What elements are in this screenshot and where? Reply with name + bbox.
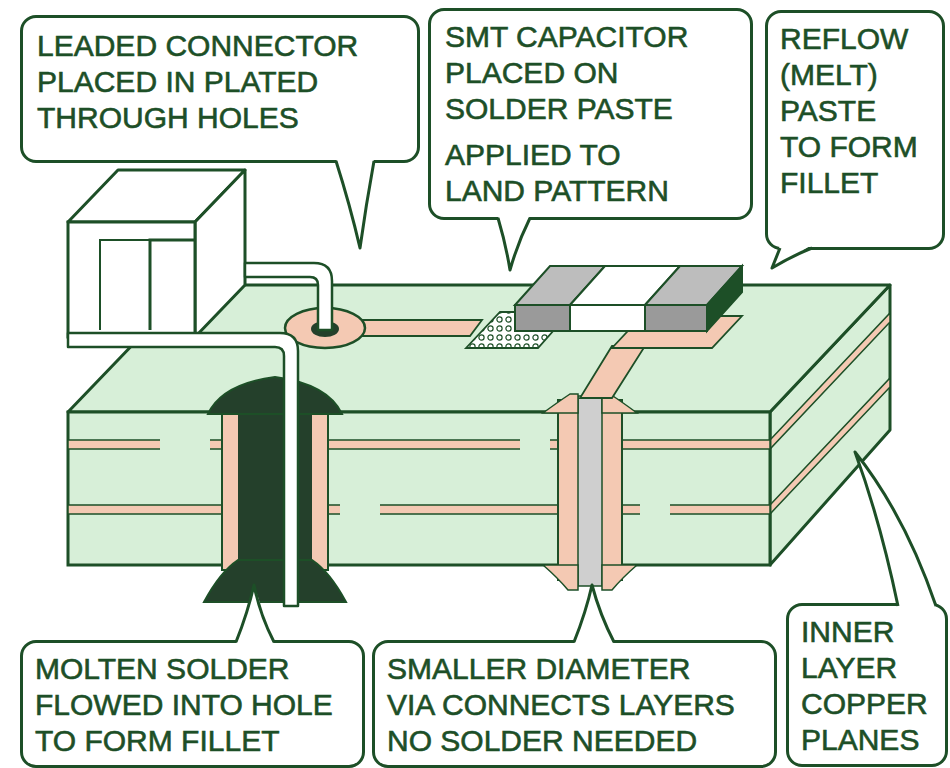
callout-text: APPLIED TO LAND PATTERN [445,137,700,209]
plane-clearance [640,502,670,517]
via-land [543,565,578,590]
connector-body [68,222,195,337]
callout-tail [772,245,812,268]
connector-edge [100,240,150,330]
connector-lead [68,333,298,606]
callout-box: REFLOW (MELT) PASTE TO FORM FILLET [765,10,945,250]
capacitor-side [707,266,742,331]
callout-tail [498,215,530,270]
plane-clearance [340,502,380,517]
copper-trace [580,346,645,398]
capacitor-end-cap [645,305,707,331]
callout-tail [574,585,614,642]
connector-lead [245,263,332,330]
callout-text: MOLTEN SOLDER FLOWED INTO HOLE TO FORM F… [35,651,355,759]
connector-body [195,170,245,337]
via-hole [578,396,602,586]
callout-tail [498,218,530,270]
callout-tail [855,452,936,608]
callout-text: SMALLER DIAMETER VIA CONNECTS LAYERS NO … [387,651,743,759]
hole-plating [222,405,328,570]
copper-plane [770,378,890,514]
via-land [543,394,578,413]
callout-tail [772,248,812,268]
plane-clearance [160,437,210,452]
callout-tail [236,585,274,645]
callout-tail [574,585,614,645]
callout-tail [236,585,274,642]
solder-fillet-bottom [204,560,346,602]
callout-text: SMT CAPACITOR PLACED ON SOLDER PASTE [445,19,700,127]
copper-trace [350,320,482,336]
capacitor-end-cap [515,305,570,331]
callout-box: LEADED CONNECTOR PLACED IN PLATED THROUG… [20,15,420,163]
callout-text: REFLOW (MELT) PASTE TO FORM FILLET [780,21,922,201]
callout-tail [336,161,374,248]
capacitor-body [570,305,645,331]
solder-fill [238,405,312,570]
solder-fillet-top [208,377,342,414]
board-front-face [68,412,770,565]
callout-box: INNER LAYER COPPER PLANES [786,603,948,767]
callout-box: SMALLER DIAMETER VIA CONNECTS LAYERS NO … [372,640,777,768]
callout-tail [336,158,374,248]
via-land [602,565,637,590]
callout-text: INNER LAYER COPPER PLANES [801,614,935,758]
plane-clearance [520,437,550,452]
callout-text: LEADED CONNECTOR PLACED IN PLATED THROUG… [37,28,403,136]
connector-edge [150,240,195,330]
callout-box: MOLTEN SOLDER FLOWED INTO HOLE TO FORM F… [20,640,365,768]
callout-box: SMT CAPACITOR PLACED ON SOLDER PASTE APPL… [428,8,753,220]
callout-tail [855,452,936,606]
